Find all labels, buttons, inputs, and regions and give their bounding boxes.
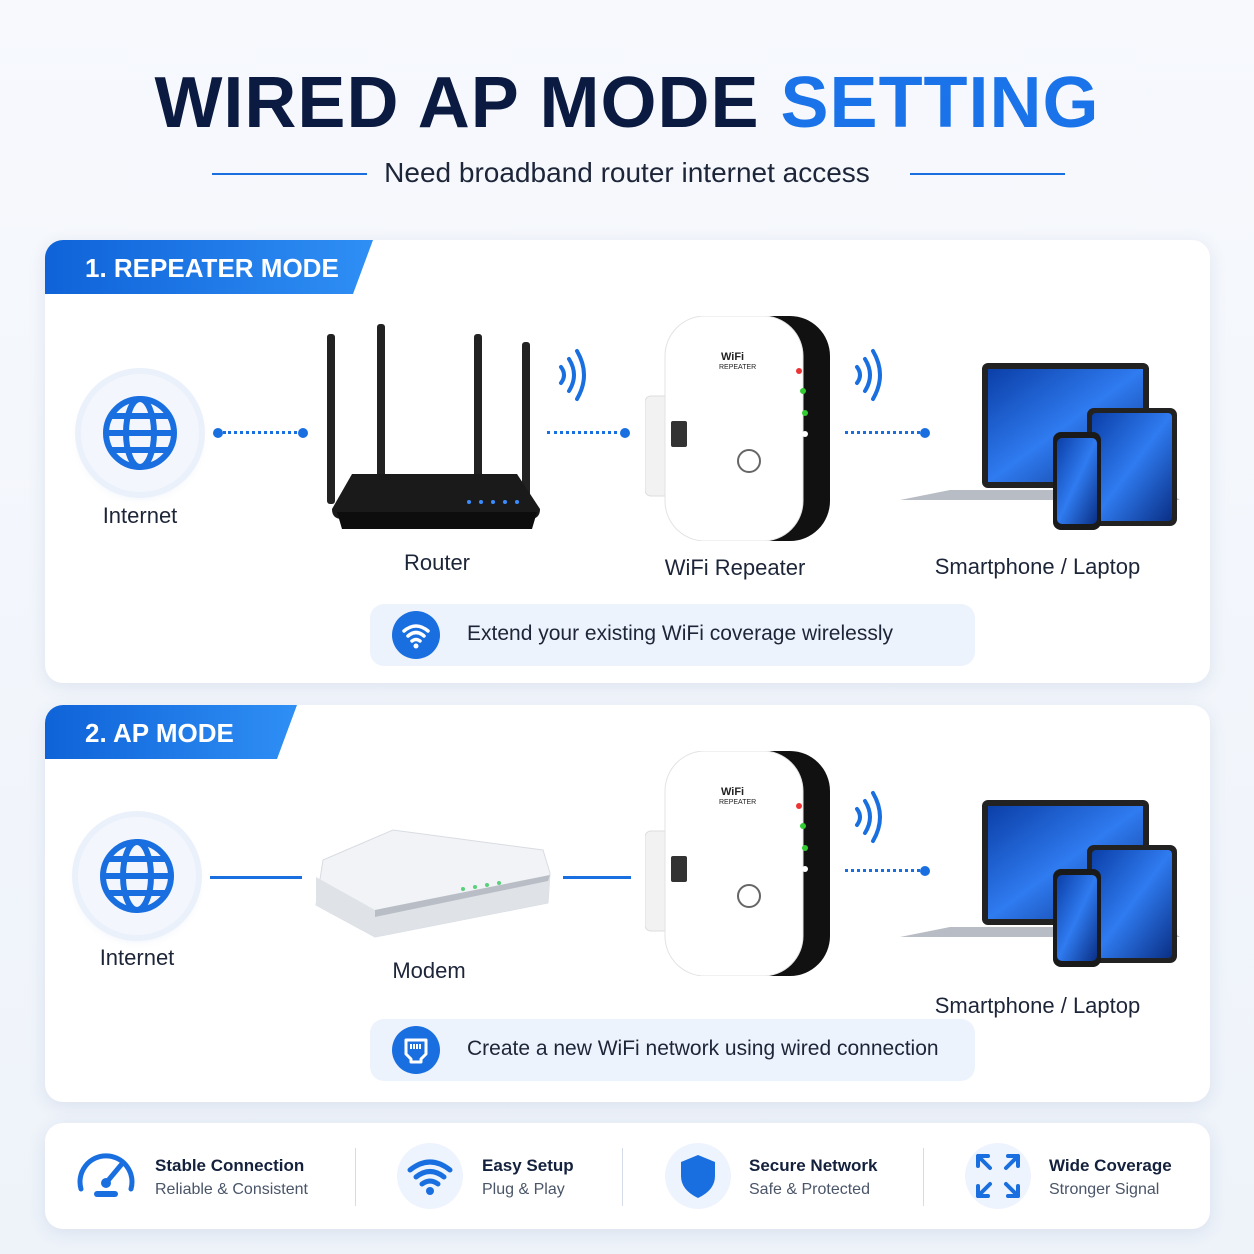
feature-title: Secure Network bbox=[749, 1156, 878, 1175]
feature-divider bbox=[622, 1148, 623, 1206]
ap-mode-tag: 2. AP MODE bbox=[45, 705, 297, 759]
connector-repeater-devices bbox=[845, 869, 920, 872]
ethernet-port-icon bbox=[392, 1026, 440, 1074]
subtitle-left-line bbox=[212, 173, 367, 175]
wireless-signal-icon bbox=[855, 349, 882, 401]
wireless-signal-icon bbox=[855, 791, 882, 843]
connector-dot bbox=[620, 428, 630, 438]
connector-router-repeater bbox=[547, 431, 617, 434]
repeater-brand: WiFi bbox=[721, 351, 745, 363]
title-accent: SETTING bbox=[780, 63, 1100, 143]
repeater-model: REPEATER bbox=[719, 799, 757, 806]
repeater-info-bar: Extend your existing WiFi coverage wirel… bbox=[370, 604, 975, 666]
internet-label: Internet bbox=[99, 945, 175, 970]
feature-wide-coverage: Wide Coverage Stronger Signal bbox=[965, 1123, 1195, 1229]
router-label: Router bbox=[403, 550, 471, 575]
repeater-info-text: Extend your existing WiFi coverage wirel… bbox=[467, 622, 893, 645]
connector-dot bbox=[298, 428, 308, 438]
feature-title: Stable Connection bbox=[155, 1156, 305, 1175]
wifi-repeater-image: WiFi REPEATER bbox=[645, 751, 830, 976]
ap-info-bar: Create a new WiFi network using wired co… bbox=[370, 1019, 975, 1081]
feature-divider bbox=[355, 1148, 356, 1206]
globe-icon bbox=[103, 396, 177, 470]
repeater-mode-panel: 1. REPEATER MODE Internet Router bbox=[45, 240, 1210, 683]
devices-label: Smartphone / Laptop bbox=[934, 554, 1141, 579]
connector-modem-repeater bbox=[563, 876, 631, 879]
smartphone-laptop-image bbox=[900, 363, 1180, 530]
modem-image bbox=[315, 829, 551, 938]
page-title: WIRED AP MODE SETTING bbox=[0, 62, 1254, 144]
connector-repeater-devices bbox=[845, 431, 920, 434]
feature-subtitle: Plug & Play bbox=[482, 1181, 565, 1198]
repeater-mode-tag: 1. REPEATER MODE bbox=[45, 240, 373, 294]
subtitle: Need broadband router internet access bbox=[384, 157, 870, 188]
feature-subtitle: Reliable & Consistent bbox=[155, 1181, 308, 1198]
wifi-icon bbox=[392, 611, 440, 659]
repeater-label: WiFi Repeater bbox=[664, 555, 806, 580]
connector-internet-modem bbox=[210, 876, 302, 879]
repeater-brand: WiFi bbox=[721, 786, 745, 798]
devices-label: Smartphone / Laptop bbox=[934, 993, 1141, 1018]
ap-info-text: Create a new WiFi network using wired co… bbox=[467, 1037, 939, 1060]
connector-internet-router bbox=[223, 431, 303, 434]
title-main: WIRED AP MODE bbox=[154, 63, 760, 143]
internet-node bbox=[78, 817, 196, 935]
internet-node bbox=[81, 374, 199, 492]
subtitle-row: Need broadband router internet access bbox=[0, 155, 1254, 195]
feature-easy-setup: Easy Setup Plug & Play bbox=[397, 1123, 627, 1229]
speedometer-icon bbox=[73, 1143, 139, 1209]
connector-dot bbox=[213, 428, 223, 438]
ap-mode-panel: 2. AP MODE Internet Modem bbox=[45, 705, 1210, 1102]
feature-secure-network: Secure Network Safe & Protected bbox=[665, 1123, 925, 1229]
subtitle-right-line bbox=[910, 173, 1065, 175]
smartphone-laptop-image bbox=[900, 800, 1180, 967]
feature-subtitle: Safe & Protected bbox=[749, 1181, 870, 1198]
globe-icon bbox=[100, 839, 174, 913]
feature-title: Easy Setup bbox=[482, 1156, 574, 1175]
feature-subtitle: Stronger Signal bbox=[1049, 1181, 1160, 1198]
modem-label: Modem bbox=[392, 958, 466, 983]
shield-icon bbox=[665, 1143, 731, 1209]
wifi-repeater-image: WiFi REPEATER bbox=[645, 316, 830, 541]
feature-stable-connection: Stable Connection Reliable & Consistent bbox=[73, 1123, 363, 1229]
feature-divider bbox=[923, 1148, 924, 1206]
internet-label: Internet bbox=[102, 503, 178, 528]
router-image bbox=[327, 324, 540, 529]
wireless-signal-icon bbox=[559, 349, 586, 401]
wifi-icon bbox=[397, 1143, 463, 1209]
features-strip: Stable Connection Reliable & Consistent … bbox=[45, 1123, 1210, 1229]
repeater-model: REPEATER bbox=[719, 364, 757, 371]
expand-arrows-icon bbox=[965, 1143, 1031, 1209]
connector-dot bbox=[920, 866, 930, 876]
connector-dot bbox=[920, 428, 930, 438]
feature-title: Wide Coverage bbox=[1049, 1156, 1172, 1175]
